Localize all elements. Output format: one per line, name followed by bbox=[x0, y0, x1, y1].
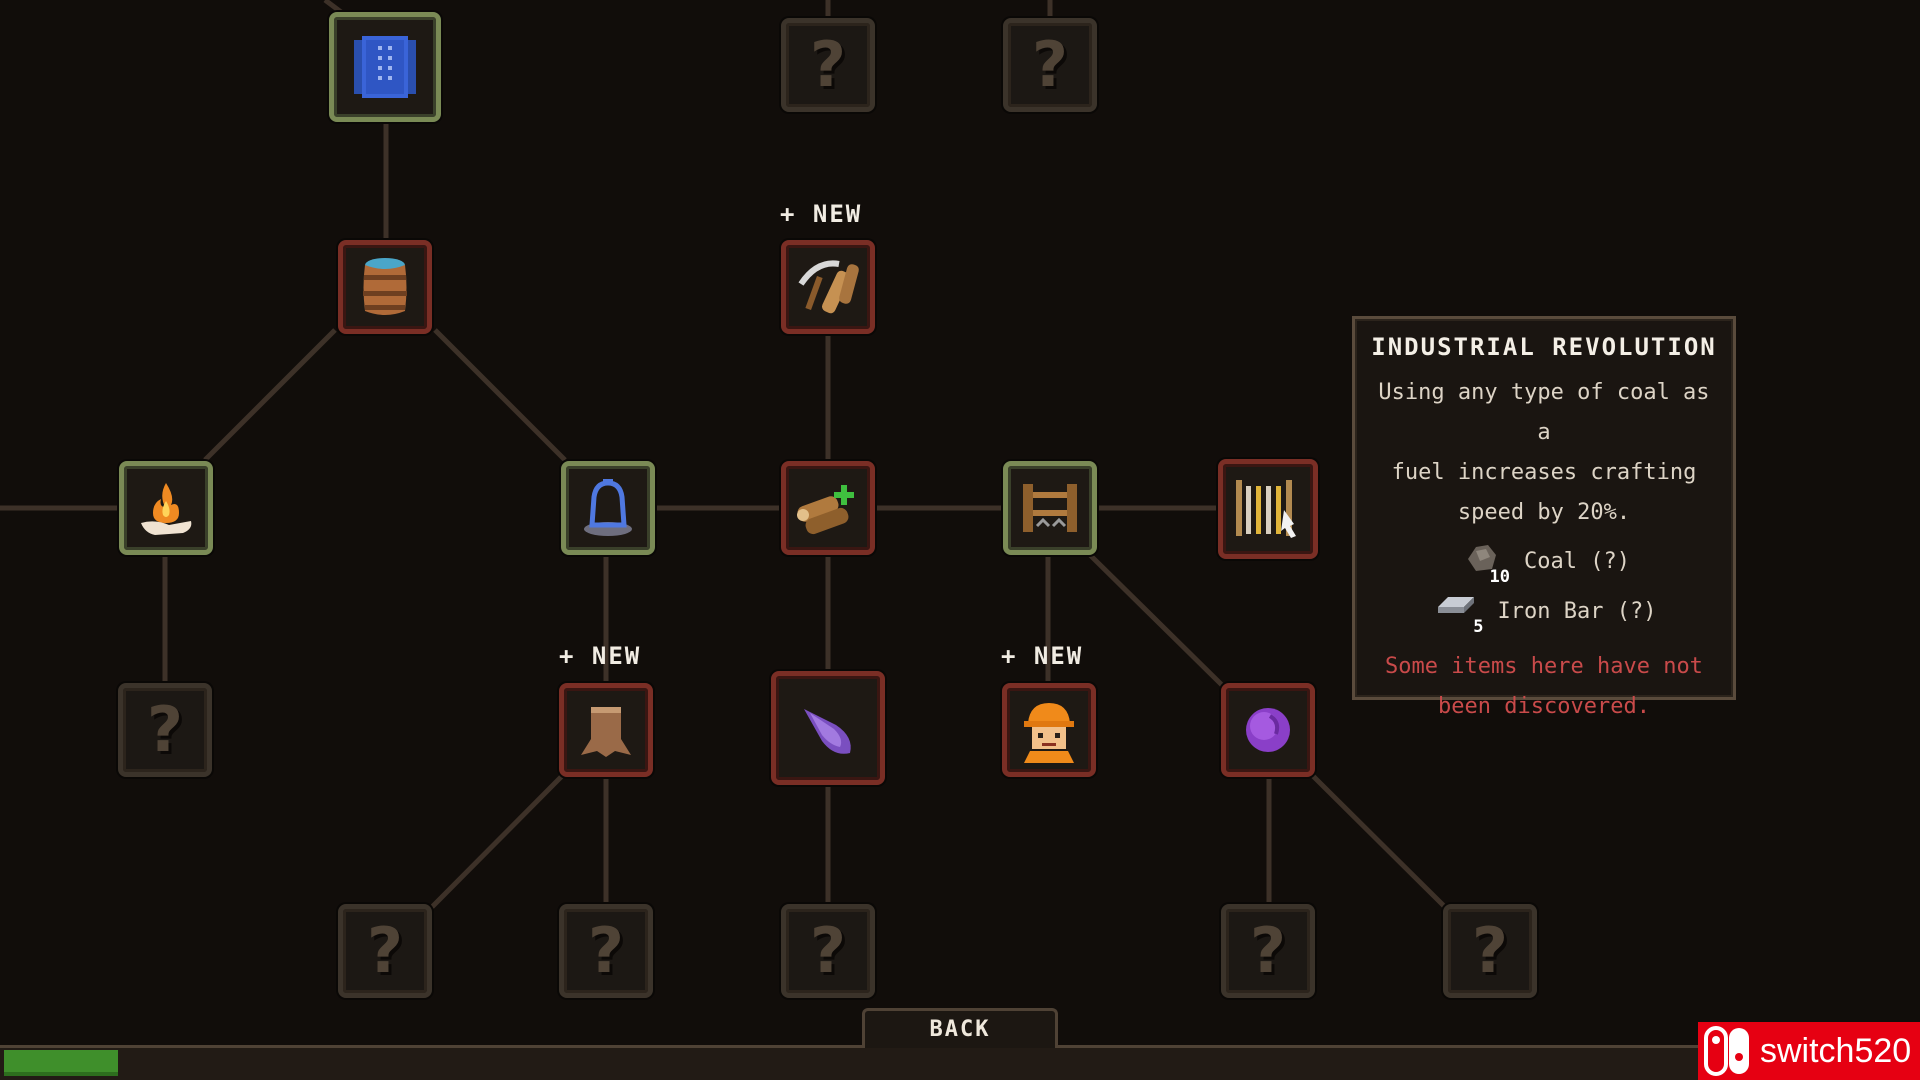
node-stump[interactable] bbox=[559, 683, 653, 777]
node-unknown-bottom-5[interactable]: ? bbox=[1443, 904, 1537, 998]
tree-stump-icon bbox=[581, 707, 631, 757]
undiscovered-warning: Some items here have not been discovered… bbox=[1371, 647, 1717, 727]
campfire-hand-icon bbox=[141, 483, 192, 535]
requirement-iron-bar: 5 Iron Bar (?) bbox=[1371, 589, 1717, 637]
question-mark-icon: ? bbox=[367, 914, 403, 987]
question-mark-icon: ? bbox=[810, 914, 846, 987]
node-blueprint[interactable] bbox=[329, 12, 441, 122]
purple-crystal-icon bbox=[804, 709, 851, 754]
new-badge: + NEW bbox=[559, 642, 642, 670]
tooltip-description: Using any type of coal as a fuel increas… bbox=[1371, 373, 1717, 533]
question-mark-icon: ? bbox=[147, 693, 183, 766]
requirement-coal: 10 Coal (?) bbox=[1371, 539, 1717, 587]
new-badge: + NEW bbox=[780, 200, 863, 228]
tooltip-description-line: Using any type of coal as a bbox=[1378, 380, 1710, 445]
progress-bar-fill bbox=[4, 1050, 118, 1076]
blueprint-scroll-icon bbox=[354, 36, 416, 98]
watermark-text: switch520 bbox=[1760, 1031, 1912, 1070]
pickaxe-logs-icon bbox=[798, 260, 859, 314]
workbench-icon bbox=[1023, 484, 1077, 532]
node-pickaxe-wood[interactable] bbox=[781, 240, 875, 334]
question-mark-icon: ? bbox=[588, 914, 624, 987]
warning-line: been discovered. bbox=[1438, 694, 1650, 719]
question-mark-icon: ? bbox=[1472, 914, 1508, 987]
iron-bar-icon: 5 bbox=[1432, 589, 1484, 637]
back-button[interactable]: BACK bbox=[862, 1008, 1058, 1048]
watermark: switch520 bbox=[1698, 1022, 1920, 1080]
new-badge: + NEW bbox=[1001, 642, 1084, 670]
node-unknown-left[interactable]: ? bbox=[118, 683, 212, 777]
node-unknown-top-2[interactable]: ? bbox=[1003, 18, 1097, 112]
node-worker[interactable] bbox=[1002, 683, 1096, 777]
skill-tooltip: INDUSTRIAL REVOLUTION Using any type of … bbox=[1352, 316, 1736, 719]
logs-plus-icon bbox=[797, 485, 854, 535]
bottom-bar bbox=[0, 1045, 1920, 1080]
blue-bell-icon bbox=[584, 479, 632, 536]
node-bell[interactable] bbox=[561, 461, 655, 555]
node-unknown-bottom-4[interactable]: ? bbox=[1221, 904, 1315, 998]
tooltip-description-line: speed by 20%. bbox=[1457, 500, 1631, 525]
node-unknown-top-1[interactable]: ? bbox=[781, 18, 875, 112]
question-mark-icon: ? bbox=[1032, 28, 1068, 101]
nintendo-switch-logo-icon bbox=[1704, 1026, 1749, 1076]
warning-line: Some items here have not bbox=[1385, 654, 1703, 679]
node-unknown-bottom-3[interactable]: ? bbox=[781, 904, 875, 998]
node-crystal[interactable] bbox=[771, 671, 885, 785]
question-mark-icon: ? bbox=[1250, 914, 1286, 987]
node-purple-orb[interactable] bbox=[1221, 683, 1315, 777]
purple-orb-icon bbox=[1246, 708, 1290, 752]
question-mark-icon: ? bbox=[810, 28, 846, 101]
requirement-label: Coal (?) bbox=[1524, 548, 1630, 574]
node-workbench[interactable] bbox=[1003, 461, 1097, 555]
requirement-quantity: 10 bbox=[1489, 567, 1511, 587]
forge-bars-icon bbox=[1236, 480, 1296, 538]
requirement-quantity: 5 bbox=[1473, 617, 1484, 637]
node-industrial-revolution[interactable] bbox=[1218, 459, 1318, 559]
worker-helmet-icon bbox=[1024, 703, 1074, 763]
node-logs-plus[interactable] bbox=[781, 461, 875, 555]
requirement-label: Iron Bar (?) bbox=[1497, 598, 1657, 624]
node-barrel[interactable] bbox=[338, 240, 432, 334]
node-unknown-bottom-1[interactable]: ? bbox=[338, 904, 432, 998]
node-campfire[interactable] bbox=[119, 461, 213, 555]
node-unknown-bottom-2[interactable]: ? bbox=[559, 904, 653, 998]
water-barrel-icon bbox=[363, 258, 407, 315]
tooltip-description-line: fuel increases crafting bbox=[1391, 460, 1697, 485]
coal-icon: 10 bbox=[1458, 539, 1510, 587]
tooltip-title: INDUSTRIAL REVOLUTION bbox=[1371, 333, 1717, 361]
progress-bar bbox=[4, 1050, 1704, 1076]
